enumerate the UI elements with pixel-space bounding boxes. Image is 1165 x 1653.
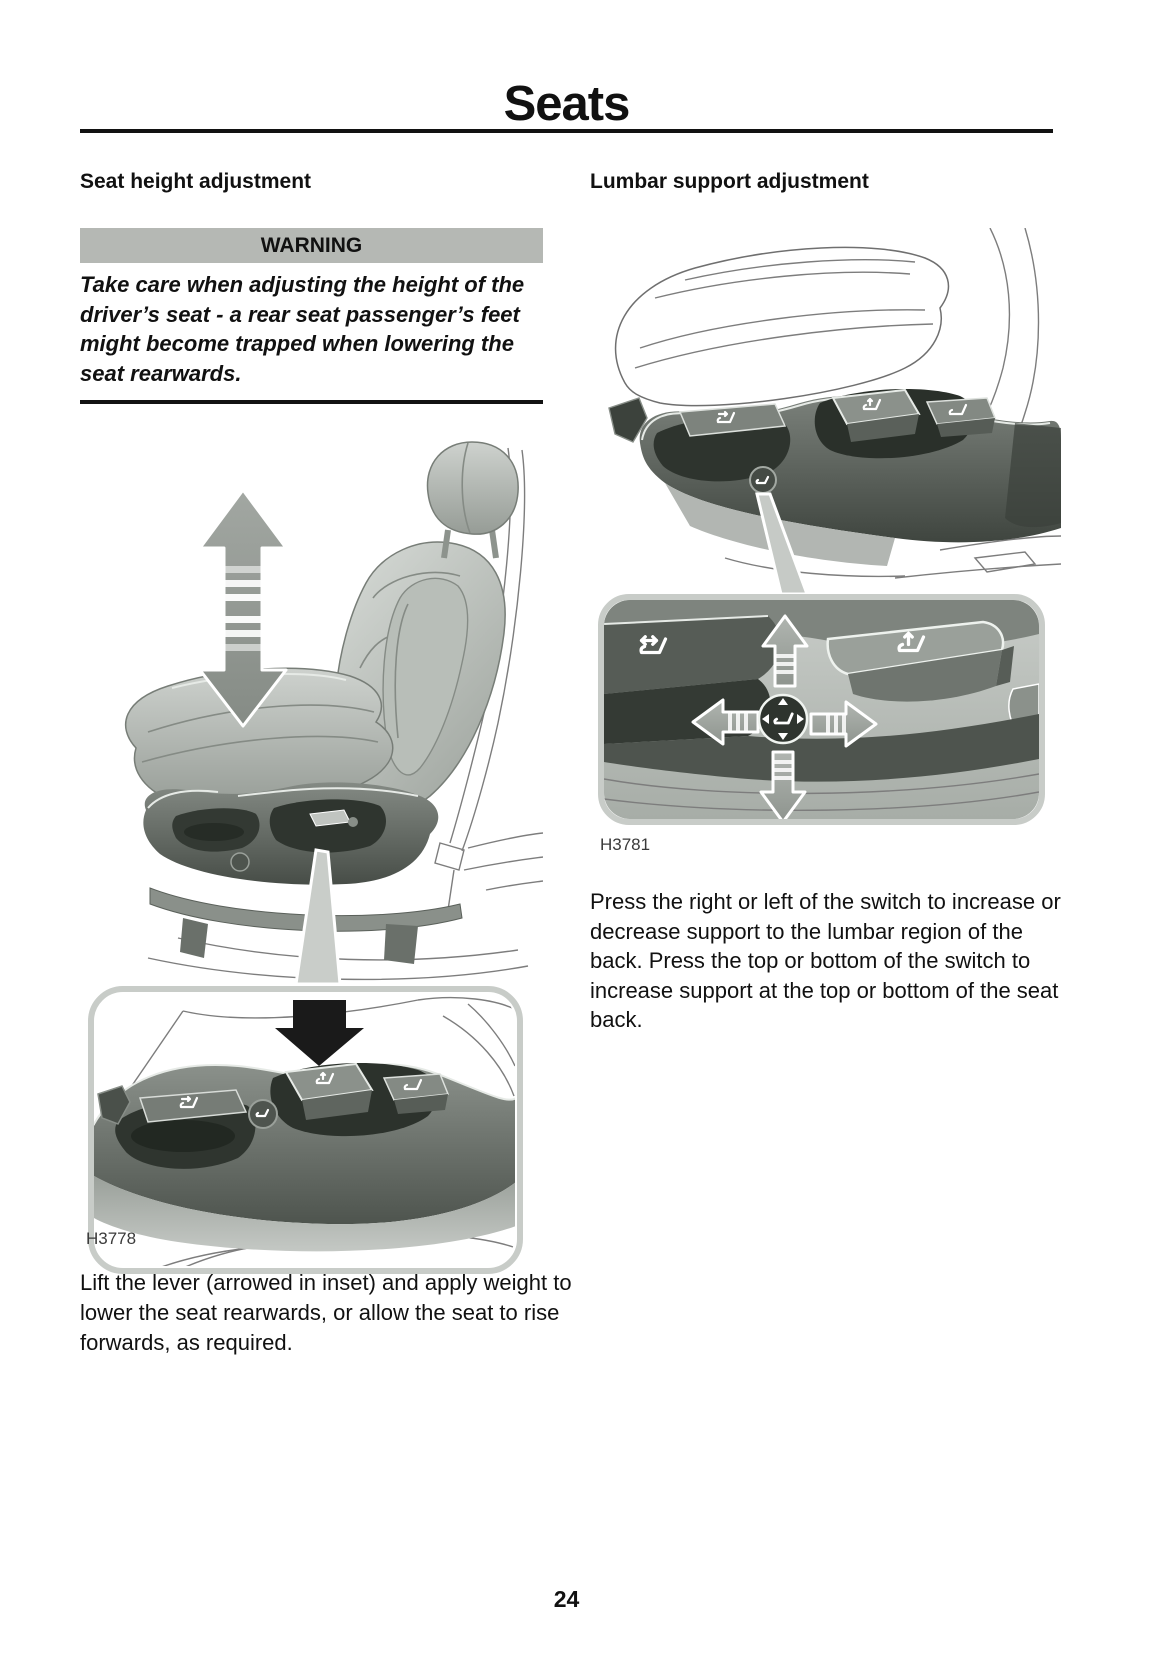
inset-control-panel	[94, 1062, 515, 1252]
seat-height-illustration	[88, 418, 544, 986]
page-title: Seats	[503, 77, 631, 131]
seat-height-body-text: Lift the lever (arrowed in inset) and ap…	[80, 1270, 572, 1355]
height-switch-3d	[826, 620, 1014, 702]
cushion-outline	[614, 246, 950, 407]
lumbar-switch-knob	[757, 693, 809, 745]
page-number: 24	[553, 1586, 580, 1612]
slide-switch-plate	[604, 615, 781, 694]
inset-frame	[598, 594, 1045, 825]
height-switch	[831, 388, 921, 442]
slide-switch	[678, 403, 787, 437]
section-heading-lumbar: Lumbar support adjustment	[590, 170, 869, 193]
lumbar-knob	[248, 1099, 278, 1129]
lumbar-knob	[230, 852, 250, 872]
height-lever	[309, 809, 358, 827]
lumbar-body-text: Press the right or left of the switch to…	[590, 889, 1061, 1032]
slide-switch	[138, 1089, 248, 1123]
door-floor-outlines	[147, 832, 544, 981]
lumbar-switch	[749, 466, 777, 494]
lumbar-illustration	[595, 227, 1062, 596]
release-lever	[97, 1085, 131, 1125]
section-heading-seat-height: Seat height adjustment	[80, 170, 312, 193]
up-down-arrow-icon	[198, 488, 288, 728]
figure-label-h3781: H3781	[600, 835, 651, 854]
control-panel	[608, 388, 1061, 566]
lumbar-inset-figure	[598, 594, 1045, 825]
down-arrow-icon	[275, 1000, 364, 1066]
recline-switch	[382, 1073, 450, 1114]
height-switch	[284, 1062, 374, 1120]
figure-label-h3778: H3778	[86, 1229, 137, 1248]
title-rule	[80, 129, 1053, 133]
warning-rule	[80, 400, 543, 404]
seat-base-control-panel	[143, 782, 439, 885]
seat-height-inset-figure	[88, 986, 523, 1274]
warning-banner: WARNING	[80, 228, 543, 263]
seat-rails	[149, 887, 463, 964]
recline-switch	[925, 397, 997, 437]
inset-frame	[88, 986, 523, 1274]
door-sill-outlines	[724, 513, 1062, 579]
warning-body-text: Take care when adjusting the height of t…	[80, 272, 525, 386]
seat-headrest	[426, 441, 519, 559]
